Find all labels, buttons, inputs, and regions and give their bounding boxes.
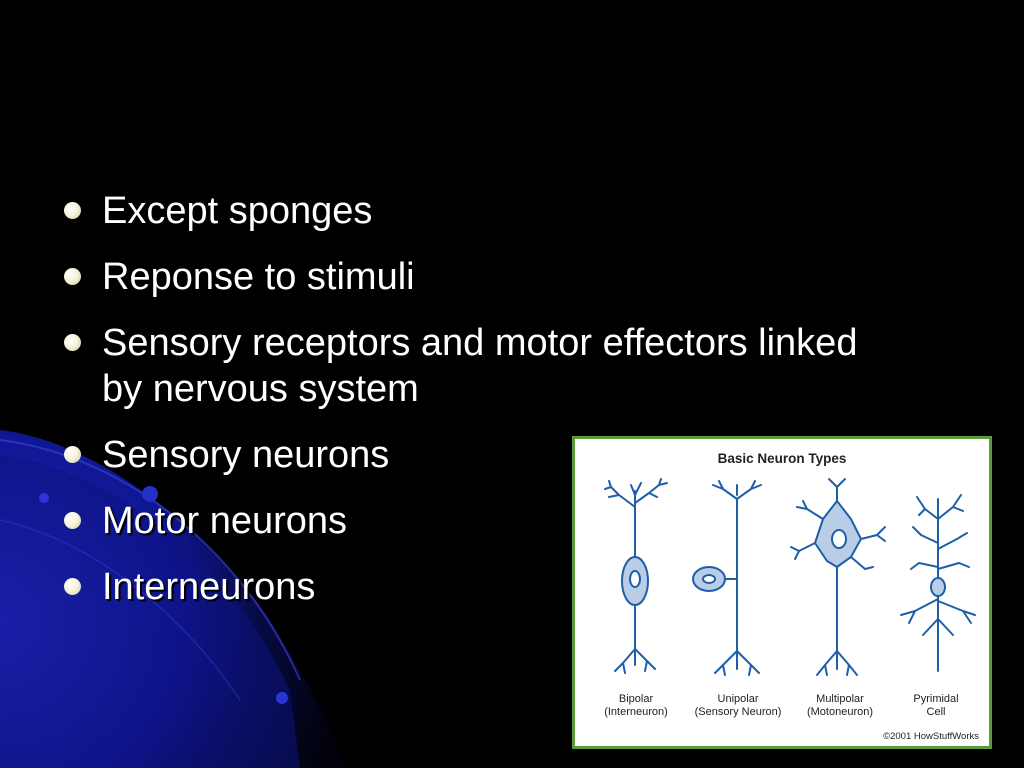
bullet-dot-icon <box>64 578 81 595</box>
bullet-item: Motor neurons <box>62 498 942 544</box>
pyramidal-cell-icon <box>900 494 976 672</box>
neuron-illustrations <box>604 478 976 676</box>
bullet-item: Sensory neurons <box>62 432 942 478</box>
caption-multipolar: Multipolar (Motoneuron) <box>806 693 874 718</box>
bipolar-neuron-icon <box>604 478 668 674</box>
caption-pyramidal: Pyrimidal Cell <box>913 693 959 718</box>
bullet-dot-icon <box>64 268 81 285</box>
multipolar-neuron-icon <box>790 478 886 676</box>
bullet-item: Reponse to stimuli <box>62 254 942 300</box>
bullet-dot-icon <box>64 446 81 463</box>
bullet-list: Except sponges Reponse to stimuli Sensor… <box>62 188 942 630</box>
bullet-dot-icon <box>64 202 81 219</box>
caption-unipolar: Unipolar (Sensory Neuron) <box>694 693 782 718</box>
bullet-dot-icon <box>64 512 81 529</box>
bullet-item: Sensory receptors and motor effectors li… <box>62 320 942 412</box>
figure-title: Basic Neuron Types <box>717 451 847 466</box>
bullet-item: Interneurons <box>62 564 942 610</box>
bullet-dot-icon <box>64 334 81 351</box>
neuron-types-figure: Basic Neuron Types <box>572 436 992 749</box>
copyright-text: ©2001 HowStuffWorks <box>883 731 979 742</box>
unipolar-neuron-icon <box>692 480 762 676</box>
bullet-item: Except sponges <box>62 188 942 234</box>
caption-bipolar: Bipolar (Interneuron) <box>604 693 668 718</box>
